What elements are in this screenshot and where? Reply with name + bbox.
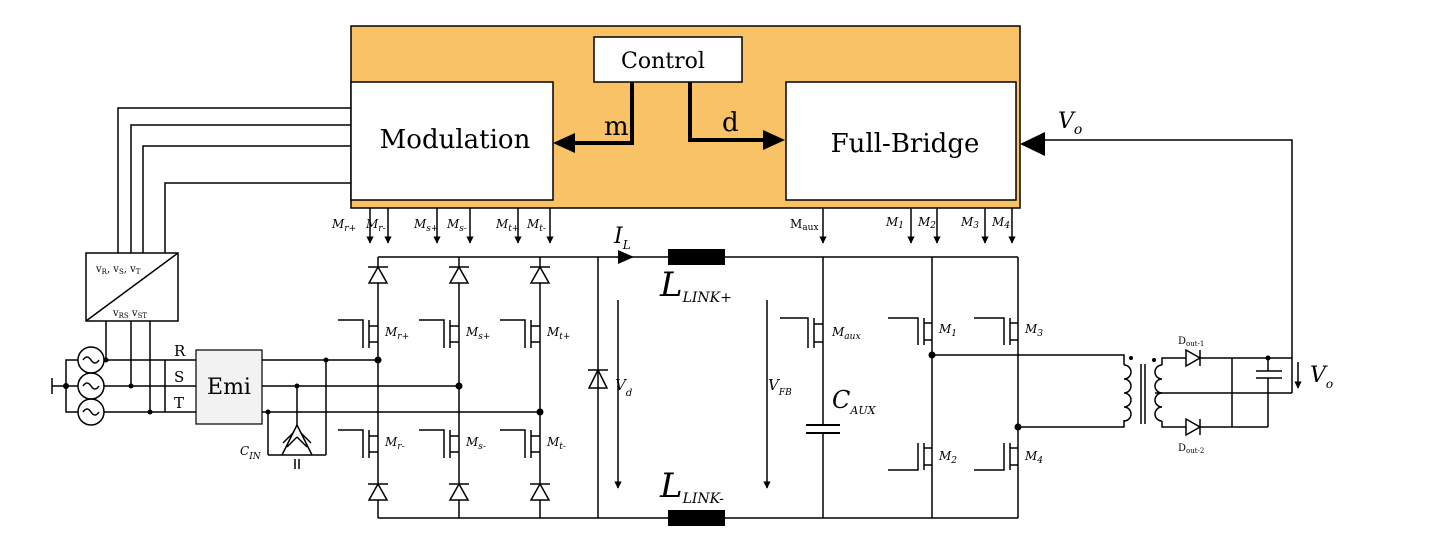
- emi-label: Emi: [207, 375, 251, 400]
- modulation-block: [350, 81, 554, 201]
- gate-label-m3: M3: [960, 215, 979, 231]
- sensor-wires: [117, 107, 351, 253]
- svg-text:M2: M2: [938, 449, 957, 466]
- switch-labels-full-bridge: M1 M3 M2 M4: [938, 322, 1043, 466]
- l-link-minus: [668, 510, 725, 526]
- gate-label-m1: M1: [885, 215, 904, 231]
- svg-text:M1: M1: [938, 322, 957, 339]
- d-signal-arrow: [688, 82, 767, 142]
- phase-label-t: T: [174, 394, 184, 412]
- m-arrowhead: [553, 133, 575, 153]
- switches-full-bridge: [888, 317, 1018, 471]
- control-block: [593, 36, 743, 83]
- vo-output-label: Vo: [1310, 363, 1333, 391]
- filter-output-lines: [262, 359, 540, 455]
- m-label: m: [604, 112, 629, 142]
- vo-feedback-label: Vo: [1058, 109, 1082, 138]
- vfb-label: VFB: [768, 376, 792, 398]
- modulation-label: Modulation: [380, 125, 531, 155]
- d-arrowhead: [763, 130, 785, 150]
- phase-label-r: R: [174, 342, 186, 360]
- gate-label-mr-minus: Mr-: [365, 217, 386, 234]
- switch-maux: [780, 317, 823, 348]
- gate-label-mt-plus: Mt+: [495, 217, 519, 234]
- switches-lower: [338, 429, 540, 458]
- svg-text:Mr-: Mr-: [384, 435, 405, 452]
- switch-labels-rectifier: Mr+ Ms+ Mt+ Mr- Ms- Mt-: [384, 325, 570, 452]
- rectifier-diodes-bottom: [367, 482, 551, 501]
- svg-text:Mt-: Mt-: [546, 435, 566, 452]
- gate-labels: Mr+ Mr- Ms+ Ms- Mt+ Mt- Maux M1 M2 M3 M4: [331, 215, 1010, 234]
- l-link-plus-label: LLINK+: [659, 265, 732, 306]
- l-link-plus: [668, 249, 725, 265]
- svg-text:M4: M4: [1024, 449, 1043, 466]
- vo-feedback-wire: [1040, 139, 1293, 358]
- output-capacitor: [1232, 357, 1293, 427]
- gate-label-mr-plus: Mr+: [331, 217, 356, 234]
- dout2-label: Dout-2: [1178, 443, 1204, 455]
- svg-text:M3: M3: [1024, 322, 1043, 339]
- gate-label-m4: M4: [991, 215, 1010, 231]
- control-label: Control: [621, 49, 705, 74]
- d-label: d: [722, 108, 739, 138]
- full-bridge-label: Full-Bridge: [831, 129, 980, 159]
- gate-label-ms-plus: Ms+: [413, 217, 438, 234]
- c-aux-label: CAUX: [832, 386, 877, 417]
- svg-text:Mt+: Mt+: [546, 325, 570, 342]
- ac-sources: [51, 346, 105, 426]
- vo-feedback-arrowhead: [1020, 132, 1045, 156]
- freewheel-diode: [587, 368, 609, 389]
- switches-upper: [338, 319, 540, 348]
- cin-label: CIN: [240, 444, 262, 462]
- gate-arrows: [366, 208, 1016, 244]
- svg-text:Ms-: Ms-: [465, 435, 486, 452]
- gate-label-m2: M2: [917, 215, 936, 231]
- maux-label: Maux: [831, 325, 861, 342]
- input-capacitors-cin: [268, 424, 326, 469]
- gate-label-maux: Maux: [790, 217, 819, 233]
- gate-label-mt-minus: Mt-: [526, 217, 546, 234]
- svg-text:Mr+: Mr+: [384, 325, 409, 342]
- svg-text:Ms+: Ms+: [465, 325, 490, 342]
- il-label: IL: [613, 224, 631, 252]
- dout1-label: Dout-1: [1178, 336, 1204, 348]
- output-diodes: [1185, 348, 1202, 437]
- gate-label-ms-minus: Ms-: [446, 217, 467, 234]
- sensor-phase-voltages: vR, vS, vT: [95, 264, 141, 276]
- emi-filter-block: [195, 349, 263, 425]
- rectifier-diodes-top: [367, 265, 551, 284]
- m-signal-arrow: [570, 82, 634, 145]
- l-link-minus-label: LLINK-: [659, 466, 724, 507]
- full-bridge-legs: [931, 257, 1125, 518]
- il-arrow: [618, 250, 634, 264]
- full-bridge-block: [785, 81, 1017, 201]
- phase-label-s: S: [174, 368, 184, 386]
